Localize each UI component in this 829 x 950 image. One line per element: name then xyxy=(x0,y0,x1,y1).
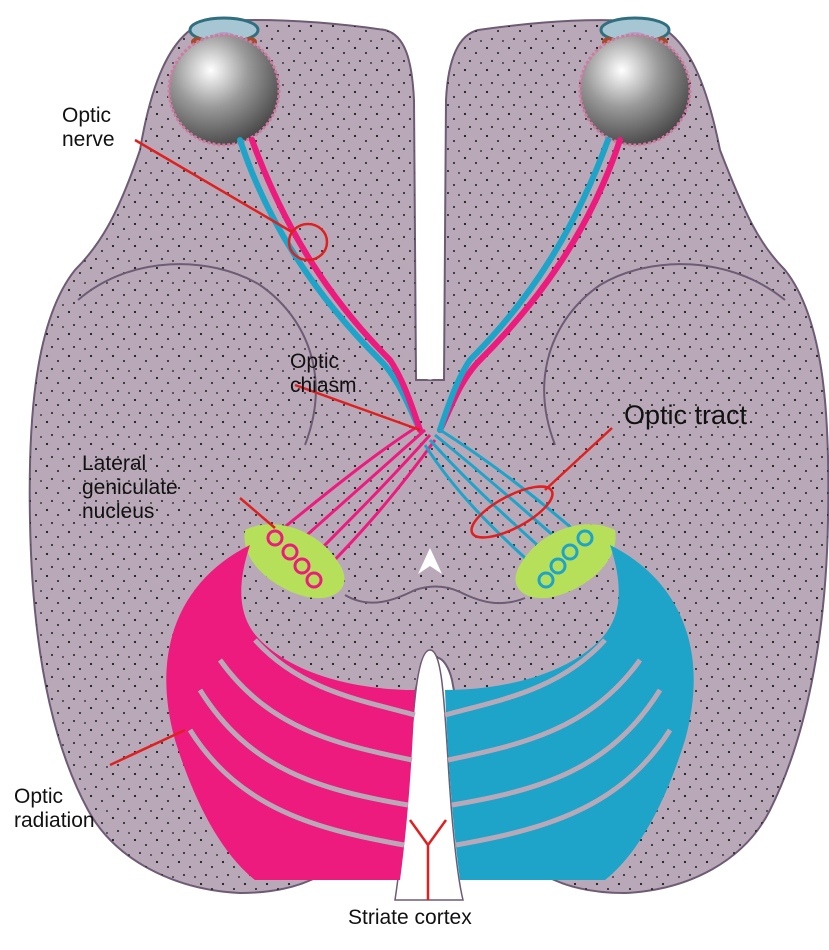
label-optic-chiasm-line2: chiasm xyxy=(290,374,357,398)
label-optic-tract-text: Optic tract xyxy=(624,400,747,430)
label-lgn: Lateral geniculate nucleus xyxy=(82,452,178,524)
label-striate-cortex: Striate cortex xyxy=(348,906,472,930)
label-optic-radiation-line1: Optic xyxy=(14,785,95,809)
label-lgn-line2: geniculate xyxy=(82,476,178,500)
label-optic-tract: Optic tract xyxy=(624,400,747,430)
label-optic-nerve-line1: Optic xyxy=(62,104,115,128)
label-optic-radiation: Optic radiation xyxy=(14,785,95,833)
label-optic-chiasm-line1: Optic xyxy=(290,350,357,374)
label-optic-chiasm: Optic chiasm xyxy=(290,350,357,398)
label-striate-cortex-text: Striate cortex xyxy=(348,906,472,930)
label-lgn-line1: Lateral xyxy=(82,452,178,476)
label-lgn-line3: nucleus xyxy=(82,500,178,524)
label-optic-radiation-line2: radiation xyxy=(14,809,95,833)
label-optic-nerve: Optic nerve xyxy=(62,104,115,152)
label-optic-nerve-line2: nerve xyxy=(62,128,115,152)
